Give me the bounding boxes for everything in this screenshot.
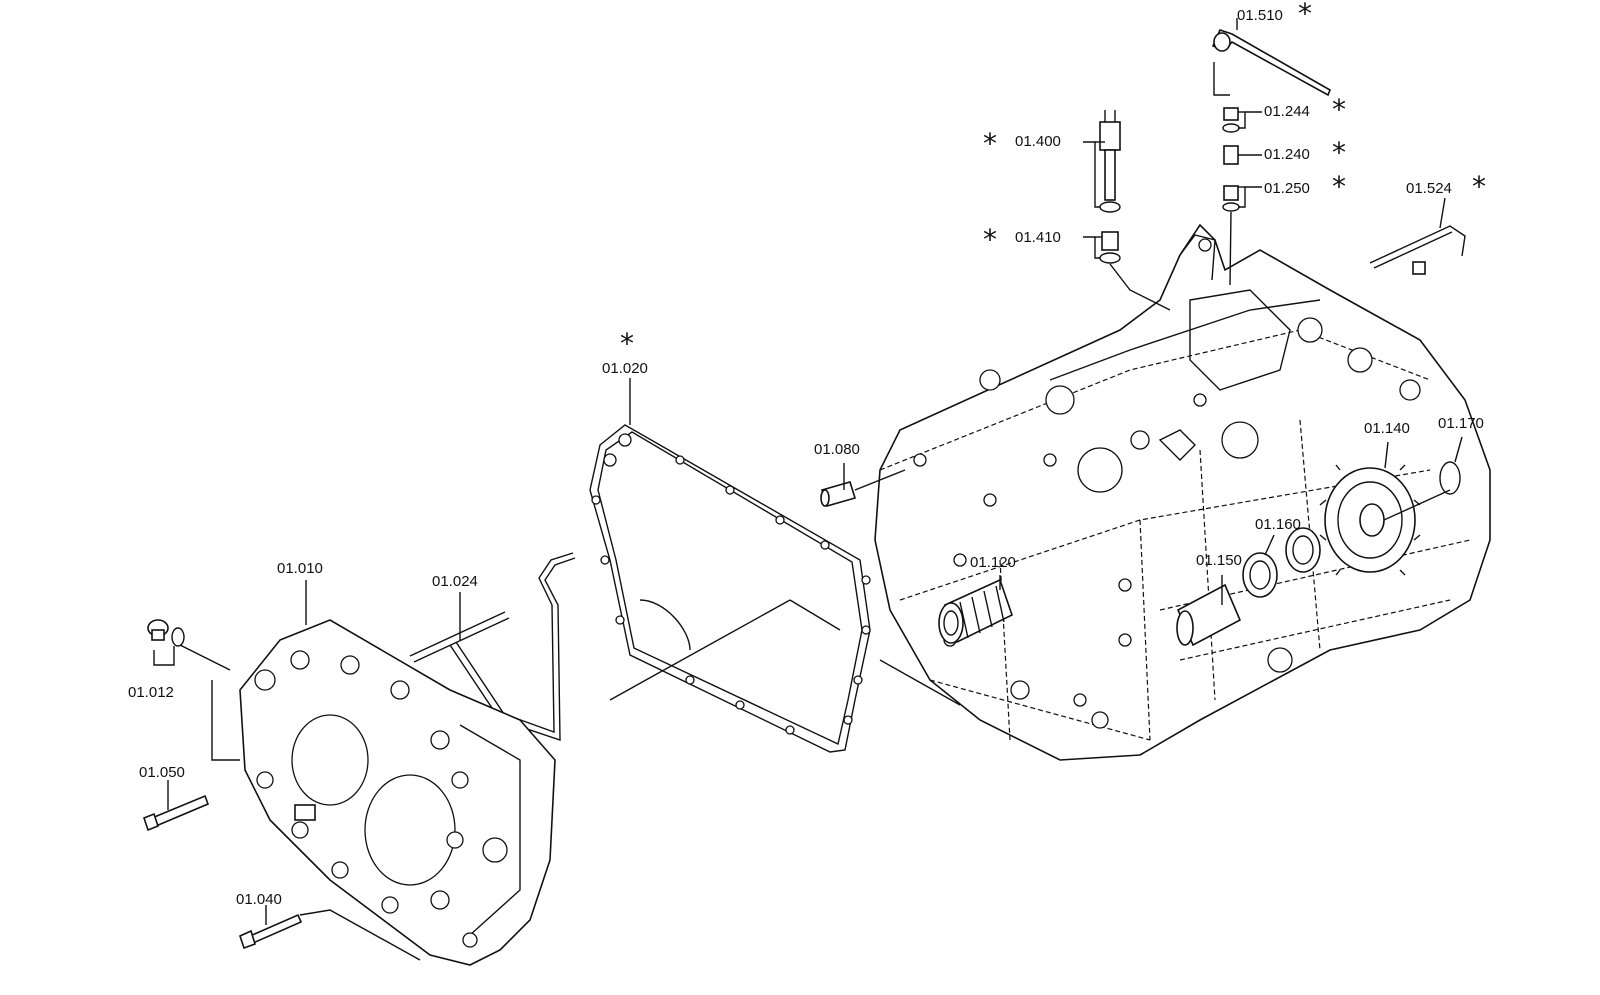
filter-01120 xyxy=(938,578,1013,644)
asterisk-01250: * xyxy=(1332,170,1346,203)
pin-01080 xyxy=(820,469,906,507)
label-01400: 01.400 xyxy=(1015,133,1061,150)
plug-01240 xyxy=(1223,145,1239,165)
asterisk-01240: * xyxy=(1332,136,1346,169)
sensor-01400 xyxy=(1099,110,1121,213)
label-01410: 01.410 xyxy=(1015,229,1061,246)
label-01020: 01.020 xyxy=(602,360,648,377)
label-01050: 01.050 xyxy=(139,764,185,781)
bearing-01160 xyxy=(1242,527,1321,598)
asterisk-01524: * xyxy=(1472,170,1486,203)
gasket-01020 xyxy=(589,424,871,753)
asterisk-01020: * xyxy=(620,327,634,360)
label-01040: 01.040 xyxy=(236,891,282,908)
label-01140: 01.140 xyxy=(1364,420,1410,437)
label-01250: 01.250 xyxy=(1264,180,1310,197)
plug-01012 xyxy=(147,619,185,647)
cover-01010 xyxy=(239,619,556,966)
plug-01250 xyxy=(1222,185,1240,212)
bolt-01040 xyxy=(239,913,303,950)
gear-01140 xyxy=(1319,464,1451,576)
leader-lines xyxy=(153,18,1463,961)
plug-01244 xyxy=(1222,107,1240,133)
cable-tie-01524 xyxy=(1369,225,1466,275)
breather-01510 xyxy=(1211,29,1332,97)
bolt-01050 xyxy=(143,794,210,832)
label-01150: 01.150 xyxy=(1196,552,1242,569)
label-01024: 01.024 xyxy=(432,573,478,590)
label-01510: 01.510 xyxy=(1237,7,1283,24)
label-01010: 01.010 xyxy=(277,560,323,577)
asterisk-01244: * xyxy=(1332,93,1346,126)
label-01012: 01.012 xyxy=(128,684,174,701)
label-01080: 01.080 xyxy=(814,441,860,458)
label-01170: 01.170 xyxy=(1438,415,1484,432)
label-01244: 01.244 xyxy=(1264,103,1310,120)
asterisk-01410: * xyxy=(983,223,997,256)
plug-01410 xyxy=(1099,231,1121,264)
label-01524: 01.524 xyxy=(1406,180,1452,197)
label-01240: 01.240 xyxy=(1264,146,1310,163)
label-01160: 01.160 xyxy=(1255,516,1301,533)
sleeve-01150 xyxy=(1176,583,1242,647)
asterisk-01510: * xyxy=(1298,0,1312,30)
circlip-01170 xyxy=(1439,461,1461,495)
asterisk-01400: * xyxy=(983,127,997,160)
transmission-housing xyxy=(874,223,1491,761)
label-01120: 01.120 xyxy=(970,554,1016,571)
